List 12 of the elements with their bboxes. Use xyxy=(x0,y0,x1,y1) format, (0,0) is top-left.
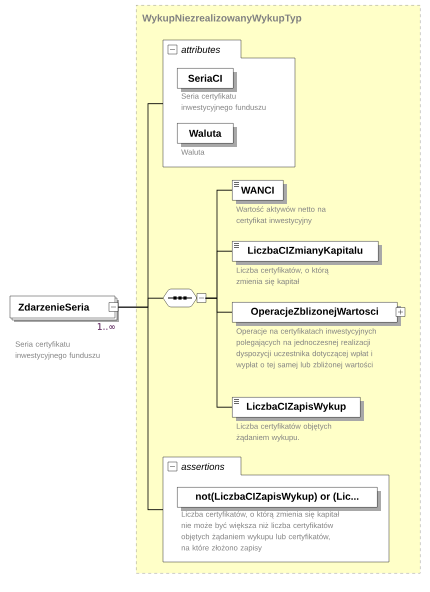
connector xyxy=(205,298,232,408)
element-box: OperacjeZblizonejWartosci xyxy=(232,302,406,326)
element-box: LiczbaCIZapisWykup xyxy=(232,397,364,421)
element-box: WANCI xyxy=(232,180,287,204)
connector xyxy=(118,306,164,510)
element-box: SeriaCI xyxy=(177,68,237,92)
element-box: Waluta xyxy=(177,123,237,147)
element-box: LiczbaCIZmianyKapitalu xyxy=(232,241,382,265)
element-box: ZdarzenieSeria xyxy=(10,296,119,322)
element-box: not(LiczbaCIZapisWykup) or (Lic... xyxy=(177,487,381,511)
multiplicity: 1..∞ xyxy=(98,323,115,330)
sequence-symbol xyxy=(163,288,206,308)
